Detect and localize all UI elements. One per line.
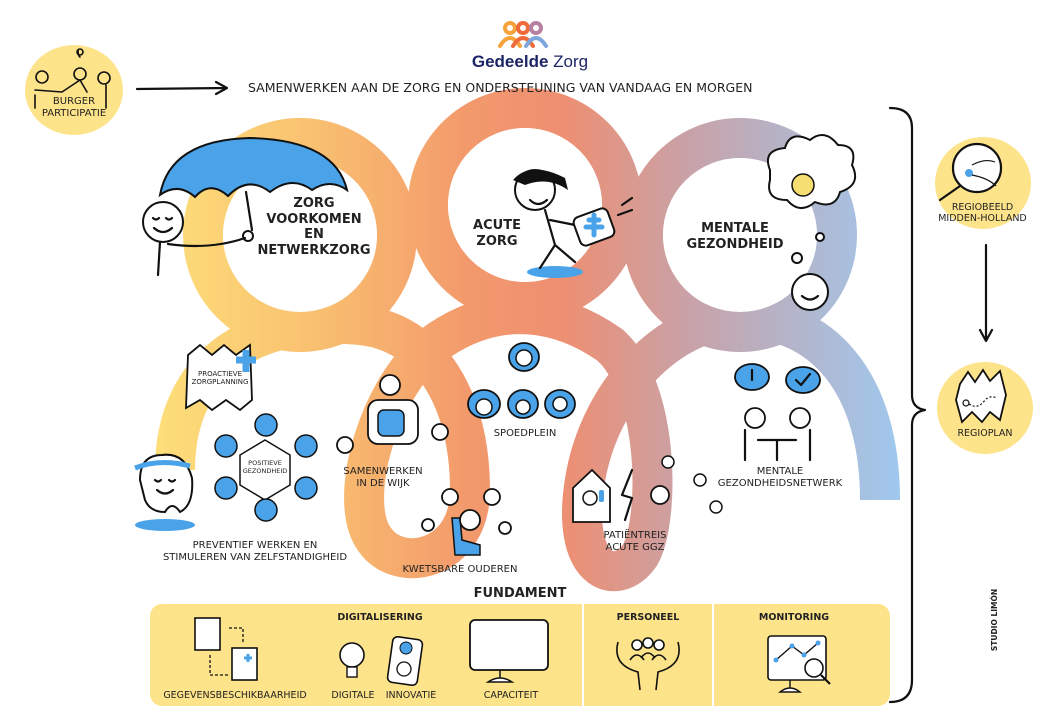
theme-line: ZORG: [476, 233, 518, 249]
monitoring-title: MONITORING: [758, 612, 830, 623]
label-gegevensbeschikbaarheid: GEGEVENSBESCHIKBAARHEID: [163, 690, 307, 701]
label-line: MIDDEN-HOLLAND: [938, 213, 1027, 225]
burger-line2: PARTICIPATIE: [41, 108, 107, 119]
label-innovatie: INNOVATIE: [385, 690, 437, 701]
label-digitale: DIGITALE: [331, 690, 375, 701]
logo-name-bold: Gedeelde: [471, 52, 549, 71]
label-samenwerken: SAMENWERKEN IN DE WIJK: [338, 466, 428, 490]
person-icon: [294, 476, 318, 500]
theme-mentale-gezondheid: MENTALE GEZONDHEID: [680, 221, 790, 252]
people-in-hands-icon: [616, 637, 680, 691]
fundament-divider: [582, 604, 584, 706]
person-icon: [214, 476, 238, 500]
label-mentale-gezondheidsnetwerk: MENTALE GEZONDHEIDSNETWERK: [710, 466, 850, 490]
theme-line: EN: [304, 227, 324, 243]
label-line: POSITIEVE: [248, 459, 282, 467]
logo-name-light: Zorg: [553, 52, 589, 71]
loop-ribbon: [155, 294, 900, 592]
theme-line: GEZONDHEID: [686, 236, 784, 252]
theme-line: NETWERKZORG: [257, 242, 371, 258]
theme-acute-zorg: ACUTE ZORG: [462, 218, 532, 249]
credit-studio-limon: STUDIO LIMÓN: [990, 588, 999, 652]
label-line: PATIËNTREIS: [603, 530, 667, 541]
tagline: SAMENWERKEN AAN DE ZORG EN ONDERSTEUNING…: [248, 80, 753, 95]
personeel-title: PERSONEEL: [616, 612, 680, 623]
label-line: STIMULEREN VAN ZELFSTANDIGHEID: [162, 552, 348, 563]
arrow-right-icon: [135, 80, 229, 96]
label-line: ZORGPLANNING: [191, 378, 249, 387]
documents-exchange-icon: [194, 617, 258, 681]
lightbulb-icon: [339, 642, 365, 678]
label-line: GEZONDHEID: [242, 466, 288, 475]
arrow-down-icon: [978, 243, 994, 343]
monitor-beds-icon: [469, 619, 549, 683]
label-line: MENTALE: [756, 466, 804, 477]
theme-line: ACUTE: [473, 218, 521, 233]
right-bracket: [888, 106, 927, 704]
fundament-divider: [712, 604, 714, 706]
fundament-title: FUNDAMENT: [473, 586, 567, 601]
theme-zorg-voorkomen: ZORG VOORKOMEN EN NETWERKZORG: [250, 196, 378, 258]
label-regioplan: REGIOPLAN: [957, 428, 1013, 439]
label-patientreis: PATIËNTREIS ACUTE GGZ: [590, 530, 680, 554]
person-icon: [294, 434, 318, 458]
person-icon: [254, 498, 278, 522]
label-positieve-gezondheid: POSITIEVE GEZONDHEID: [240, 459, 290, 476]
label-line: REGIOBEELD: [951, 202, 1014, 213]
label-proactieve-zorgplanning: PROACTIEVE ZORGPLANNING: [190, 370, 250, 387]
label-preventief: PREVENTIEF WERKEN EN STIMULEREN VAN ZELF…: [140, 540, 370, 564]
digitalisering-title: DIGITALISERING: [337, 612, 423, 623]
label-regiobeeld: REGIOBEELD MIDDEN-HOLLAND: [925, 202, 1040, 225]
label-line: SAMENWERKEN: [343, 466, 423, 477]
theme-line: MENTALE: [701, 221, 769, 236]
label-line: PREVENTIEF WERKEN EN: [192, 540, 318, 551]
label-line: ACUTE GGZ: [605, 542, 665, 553]
theme-line: ZORG: [293, 196, 335, 211]
label-capaciteit: CAPACITEIT: [483, 690, 539, 701]
person-icon: [254, 413, 278, 437]
label-line: IN DE WIJK: [356, 478, 410, 489]
logo: Gedeelde Zorg: [460, 52, 600, 72]
label-kwetsbare-ouderen: KWETSBARE OUDEREN: [402, 564, 518, 575]
label-line: GEZONDHEIDSNETWERK: [717, 478, 843, 489]
label-line: PROACTIEVE: [198, 370, 242, 378]
person-icon: [214, 434, 238, 458]
monitoring-screen-icon: [767, 635, 831, 693]
burger-line1: BURGER: [52, 96, 96, 107]
theme-line: VOORKOMEN: [266, 211, 362, 227]
tablet-icon: [386, 635, 424, 687]
label-spoedplein: SPOEDPLEIN: [493, 428, 557, 439]
